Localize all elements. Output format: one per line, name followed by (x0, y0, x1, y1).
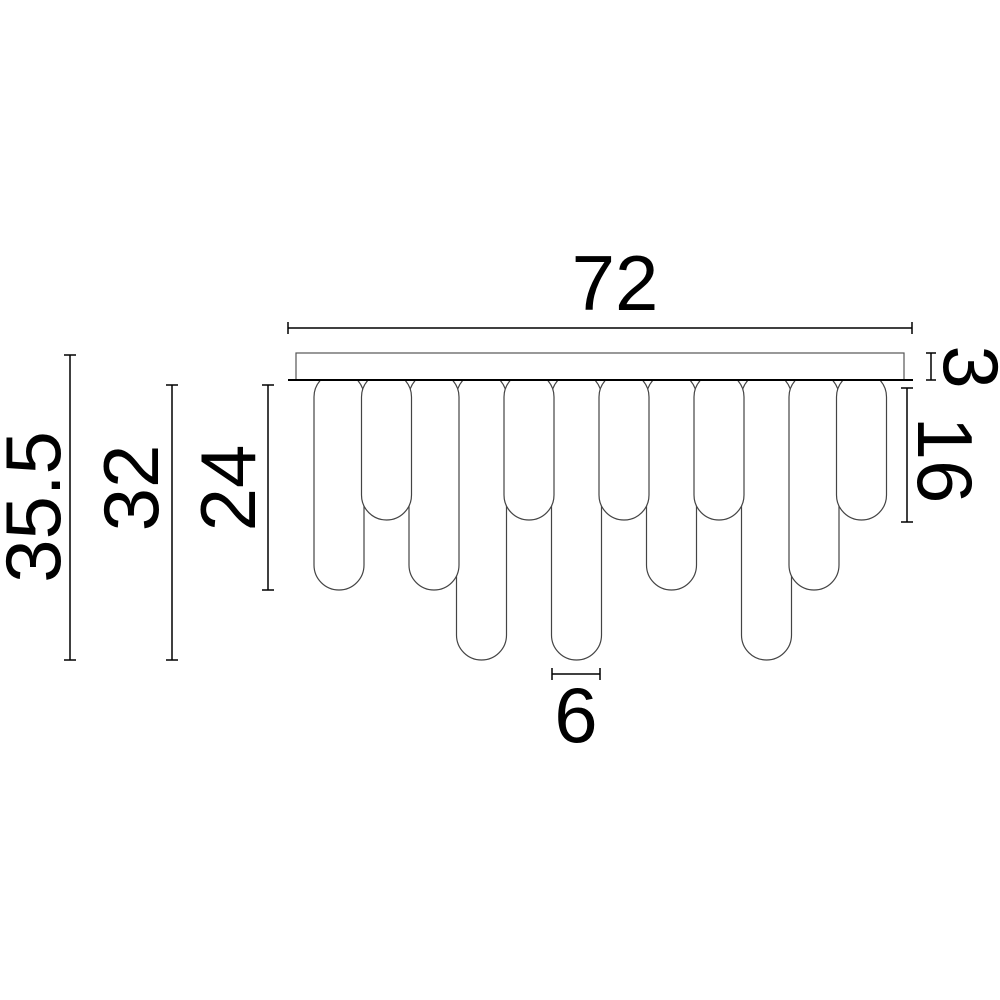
pendant-tube (740, 371, 793, 661)
pendant-tube (550, 371, 603, 661)
pendant-tube (693, 371, 745, 521)
short-pendant-label: 16 (901, 417, 989, 504)
pendant-tube (455, 371, 508, 661)
pendant-tube (598, 371, 650, 521)
long-pendant-label: 32 (87, 445, 175, 532)
total-height-line (64, 354, 76, 661)
pendant-tubes (313, 371, 888, 661)
base-height-label: 3 (927, 345, 1000, 388)
total-height-label: 35.5 (0, 431, 77, 583)
pendant-tube (835, 371, 888, 521)
pendant-tube (788, 371, 840, 591)
pendant-tube (313, 371, 365, 591)
mid-pendant-line (262, 384, 274, 591)
diameter-line (551, 668, 601, 680)
pendant-tube (408, 371, 460, 591)
base-height-line (926, 352, 936, 381)
pendant-tube (503, 371, 555, 521)
diameter-label: 6 (554, 671, 597, 759)
mid-pendant-label: 24 (184, 445, 272, 532)
pendant-tube (360, 371, 413, 521)
pendant-tube (645, 371, 698, 591)
long-pendant-line (166, 384, 178, 661)
short-pendant-line (901, 387, 913, 523)
width-dimension-line (287, 322, 913, 334)
width-label: 72 (572, 239, 659, 327)
ceiling-base (295, 352, 905, 381)
